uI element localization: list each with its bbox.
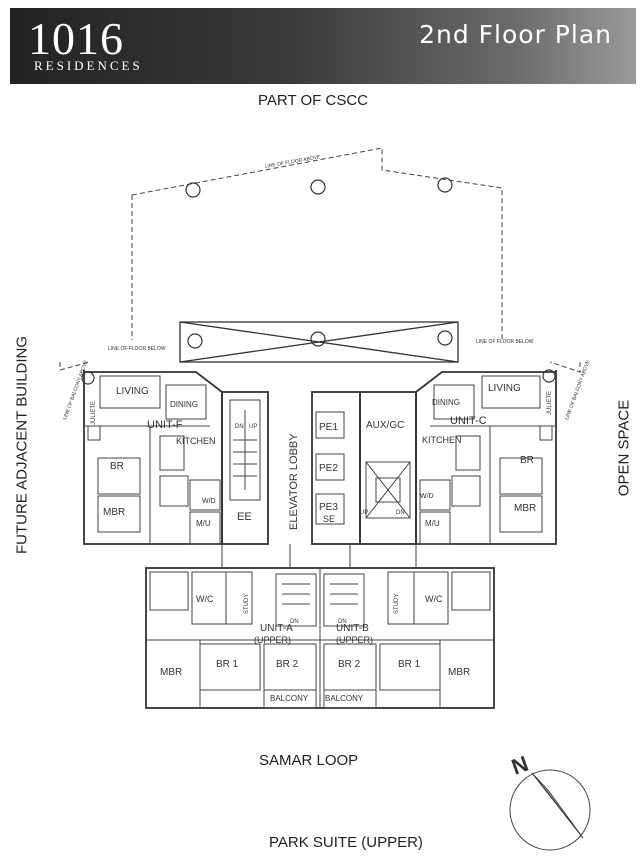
unit-b-mbr-label: MBR bbox=[448, 667, 470, 678]
unit-a-wic-label: W/C bbox=[196, 594, 214, 604]
aux-gc-label: AUX/GC bbox=[366, 420, 404, 431]
pe2-label: PE2 bbox=[319, 463, 338, 474]
pe3-label: PE3 bbox=[319, 502, 338, 513]
unit-c-wd-label: W/D bbox=[420, 493, 434, 500]
header-banner: 1016 RESIDENCES 2nd Floor Plan bbox=[10, 8, 636, 84]
unit-b-stair-dn: DN bbox=[338, 619, 347, 625]
pe1-label: PE1 bbox=[319, 422, 338, 433]
logo-text: RESIDENCES bbox=[34, 58, 143, 73]
core-up-label: UP bbox=[360, 510, 368, 516]
north-arrow-compass: N bbox=[508, 751, 591, 851]
unit-a-balcony-label: BALCONY bbox=[270, 694, 309, 703]
unit-a-sub-label: (UPPER) bbox=[254, 635, 291, 645]
unit-c-label: UNIT-C bbox=[450, 415, 487, 427]
unit-b-br2-label: BR 2 bbox=[338, 659, 361, 670]
unit-f-br-label: BR bbox=[110, 461, 124, 472]
unit-a-label: UNIT-A bbox=[260, 623, 293, 634]
unit-c-juliete-label: JULIETE bbox=[547, 391, 553, 415]
unit-b-wic-label: W/C bbox=[425, 594, 443, 604]
elevator-lobby-label: ELEVATOR LOBBY bbox=[288, 433, 300, 530]
core-walls bbox=[229, 399, 411, 525]
unit-c-mbr-label: MBR bbox=[514, 503, 536, 514]
unit-f-mu-label: M/U bbox=[196, 519, 211, 528]
unit-b-balcony-label: BALCONY bbox=[325, 694, 364, 703]
unit-c-walls bbox=[419, 375, 556, 545]
north-arrow-letter: N bbox=[508, 751, 531, 780]
stair-up-label: UP bbox=[249, 424, 257, 430]
lower-unit-walls bbox=[146, 568, 494, 709]
se-label: SE bbox=[323, 514, 335, 524]
unit-f-mbr-label: MBR bbox=[103, 507, 125, 518]
connector-walls bbox=[221, 544, 417, 568]
unit-c-br-label: BR bbox=[520, 455, 534, 466]
unit-f-juliete-label: JULIETE bbox=[91, 401, 97, 425]
unit-f-walls bbox=[84, 375, 221, 545]
footer-label: PARK SUITE (UPPER) bbox=[269, 834, 423, 851]
unit-c-dining-label: DINING bbox=[432, 398, 460, 407]
stair-dn-label: DN bbox=[235, 424, 244, 430]
unit-a-br1-label: BR 1 bbox=[216, 659, 239, 670]
unit-f-kitchen-label: KITCHEN bbox=[176, 436, 216, 446]
unit-f-wd-label: W/D bbox=[202, 498, 216, 505]
unit-b-br1-label: BR 1 bbox=[398, 659, 421, 670]
ee-label: EE bbox=[237, 511, 252, 523]
unit-a-study-label: STUDY bbox=[244, 594, 250, 614]
balcony-above-note-right: LINE OF BALCONY ABOVE bbox=[564, 359, 591, 421]
unit-c-living-label: LIVING bbox=[488, 383, 521, 394]
unit-a-stair-dn: DN bbox=[290, 619, 299, 625]
floor-above-note: LINE OF FLOOR ABOVE bbox=[264, 154, 321, 170]
unit-a-mbr-label: MBR bbox=[160, 667, 182, 678]
unit-c-kitchen-label: KITCHEN bbox=[422, 435, 462, 445]
page-title: 2nd Floor Plan bbox=[419, 20, 612, 49]
unit-b-label: UNIT-B bbox=[336, 623, 369, 634]
unit-b-sub-label: (UPPER) bbox=[336, 635, 373, 645]
unit-b-study-label: STUDY bbox=[394, 594, 400, 614]
unit-c-mu-label: M/U bbox=[425, 519, 440, 528]
unit-f-living-label: LIVING bbox=[116, 386, 149, 397]
roof-slab bbox=[179, 321, 459, 363]
unit-a-br2-label: BR 2 bbox=[276, 659, 299, 670]
floor-below-note-right: LINE OF FLOOR BELOW bbox=[476, 339, 534, 345]
north-site-label: PART OF CSCC bbox=[258, 92, 369, 109]
unit-f-label: UNIT-F bbox=[147, 419, 183, 431]
core-dn-label: DN bbox=[396, 510, 405, 516]
floor-below-note-left: LINE OF FLOOR BELOW bbox=[108, 346, 166, 352]
unit-f-dining-label: DINING bbox=[170, 400, 198, 409]
balcony-above-note-left: LINE OF BALCONY ABOVE bbox=[62, 359, 89, 421]
south-site-label: SAMAR LOOP bbox=[259, 752, 359, 769]
floor-above-outline bbox=[59, 147, 581, 373]
column-circles bbox=[81, 177, 556, 385]
logo-number: 1016 bbox=[28, 13, 124, 64]
